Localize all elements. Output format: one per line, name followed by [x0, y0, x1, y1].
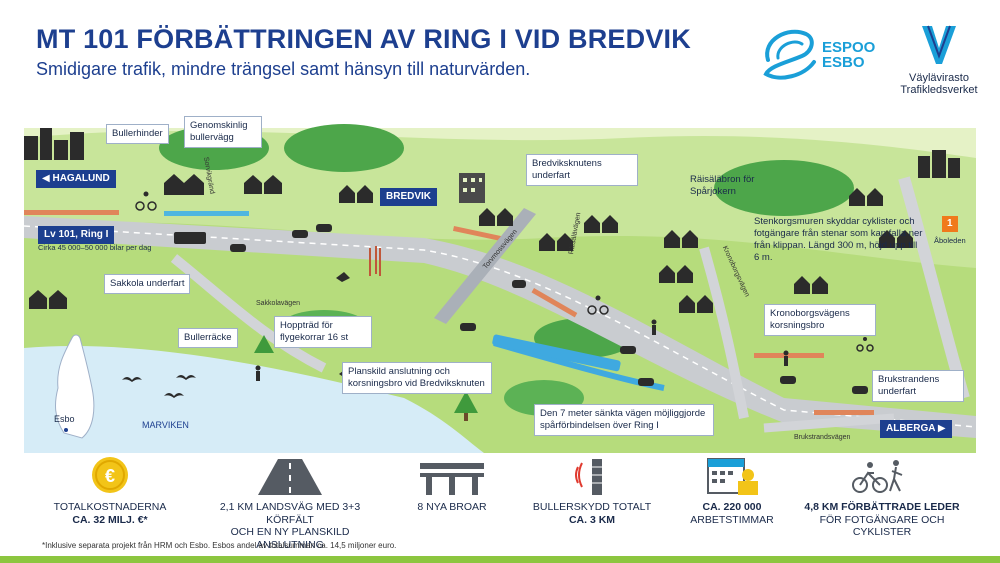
vayla-line: Väylävirasto: [909, 72, 969, 84]
vayla-v-icon: [922, 25, 956, 64]
esbo-line: ESBO: [822, 54, 865, 71]
stat-total-cost-text: TOTALKOSTNADERNA CA. 32 MILJ. €*: [30, 501, 190, 526]
svg-text:€: €: [105, 466, 115, 486]
page-subtitle: Smidigare trafik, mindre trängsel samt h…: [36, 59, 531, 79]
alberga-sign: ALBERGA ▶: [880, 420, 952, 438]
project-map: ◀ HAGALUND BREDVIK ALBERGA ▶ Lv 101, Rin…: [24, 98, 976, 453]
stats-row: € TOTALKOSTNADERNA CA. 32 MILJ. €* 2,1 K…: [0, 453, 1000, 563]
genomskinlig-bullervagg-label: Genomskinlig bullervägg: [184, 116, 262, 148]
stat-line: CA. 3 KM: [568, 513, 616, 526]
footnote: *Inklusive separata projekt från HRM och…: [42, 541, 397, 550]
stat-line: 8 NYA BROAR: [417, 501, 487, 513]
vayla-logo-text: Väylävirasto Trafikledsverket: [884, 72, 994, 96]
stat-total-cost: € TOTALKOSTNADERNA CA. 32 MILJ. €*: [30, 453, 190, 526]
stat-work-hours-text: CA. 220 000 ARBETSTIMMAR: [652, 501, 812, 526]
espoo-line: ESPOO: [822, 39, 876, 56]
kronoborgsvagens-korsningsbro-label: Kronoborgsvägens korsningsbro: [764, 304, 876, 336]
ring-road-sign: Lv 101, Ring I: [38, 226, 115, 244]
page-title: MT 101 FÖRBÄTTRINGEN AV RING I VID BREDV…: [36, 24, 691, 54]
stat-line: TOTALKOSTNADERNA: [53, 501, 167, 513]
aboleden-label: Åboleden: [934, 236, 966, 245]
bredvik-sign: BREDVIK: [380, 188, 438, 206]
raisalabron-label: Räisäläbron för Spårjokern: [690, 174, 755, 197]
stat-line: OCH EN NY PLANSKILD ANSLUTNING: [230, 526, 350, 551]
trafikledsverket-line: Trafikledsverket: [900, 84, 978, 96]
stat-bridges: 8 NYA BROAR: [372, 453, 532, 514]
bridge-icon: [372, 453, 532, 501]
traffic-volume-note: Cirka 45 000–50 000 bilar per dag: [38, 243, 152, 252]
header: MT 101 FÖRBÄTTRINGEN AV RING I VID BREDV…: [0, 0, 1000, 98]
marviken-place-label: MARVIKEN: [142, 420, 189, 430]
sakkolavagen-road-label: Sakkolavägen: [256, 300, 300, 307]
stat-line: CA. 32 MILJ. €*: [72, 513, 148, 526]
stat-noise-barrier: BULLERSKYDD TOTALT CA. 3 KM: [512, 453, 672, 526]
euro-coin-icon: €: [30, 453, 190, 501]
bredviksknutens-underfart-label: Bredviksknutens underfart: [526, 154, 638, 186]
bredvik-text: BREDVIK: [386, 191, 432, 202]
stenkorgsmuren-label: Stenkorgsmuren skyddar cyklister och fot…: [754, 216, 923, 263]
stat-line: FÖR FOTGÄNGARE OCH CYKLISTER: [819, 513, 945, 539]
calendar-worker-icon: [652, 453, 812, 501]
stat-line: BULLERSKYDD TOTALT: [532, 501, 652, 513]
route-number-text: 1: [947, 218, 953, 229]
stat-line: ARBETSTIMMAR: [690, 513, 774, 526]
stat-line: 2,1 KM LANDSVÄG MED 3+3 KÖRFÄLT: [219, 501, 361, 526]
stat-line: 4,8 KM FÖRBÄTTRADE LEDER: [804, 501, 960, 513]
stat-line: CA. 220 000: [702, 501, 762, 513]
hopptrad-label: Hoppträd för flygekorrar 16 st: [274, 316, 372, 348]
espoo-logo-text: ESPOO ESBO: [822, 40, 875, 70]
stat-noise-barrier-text: BULLERSKYDD TOTALT CA. 3 KM: [512, 501, 672, 526]
hagalund-text: HAGALUND: [52, 173, 110, 184]
stat-bridges-text: 8 NYA BROAR: [372, 501, 532, 514]
bike-pedestrian-icon: [792, 453, 972, 501]
stat-road-length-text: 2,1 KM LANDSVÄG MED 3+3 KÖRFÄLT OCH EN N…: [200, 501, 380, 551]
stat-work-hours: CA. 220 000 ARBETSTIMMAR: [652, 453, 812, 526]
espoo-logo: ESPOO ESBO: [758, 22, 888, 84]
stat-paths: 4,8 KM FÖRBÄTTRADE LEDER FÖR FOTGÄNGARE …: [792, 453, 972, 539]
esbo-place-label: Esbo: [54, 414, 75, 424]
map-illustration: [24, 98, 976, 453]
noise-barrier-icon: [512, 453, 672, 501]
alberga-text: ALBERGA: [886, 423, 936, 434]
route-number-sign: 1: [942, 216, 958, 232]
vayla-logo: Väylävirasto Trafikledsverket: [884, 22, 994, 96]
bullerracke-label: Bullerräcke: [178, 328, 238, 348]
sankta-vagen-label: Den 7 meter sänkta vägen möjliggjorde sp…: [534, 404, 714, 436]
bullerhinder-label: Bullerhinder: [106, 124, 169, 144]
espoo-swirl-icon: [763, 29, 816, 80]
brukstrandsvagen-road-label: Brukstrandsvägen: [794, 434, 851, 441]
hagalund-sign: ◀ HAGALUND: [36, 170, 116, 188]
stat-paths-text: 4,8 KM FÖRBÄTTRADE LEDER FÖR FOTGÄNGARE …: [792, 501, 972, 539]
bottom-accent-bar: [0, 556, 1000, 563]
planskild-anslutning-label: Planskild anslutning och korsningsbro vi…: [342, 362, 492, 394]
sakkola-underfart-label: Sakkola underfart: [104, 274, 191, 294]
brukstrandens-underfart-label: Brukstrandens underfart: [872, 370, 964, 402]
road-icon: [200, 453, 380, 501]
stat-road-length: 2,1 KM LANDSVÄG MED 3+3 KÖRFÄLT OCH EN N…: [200, 453, 380, 551]
ring-road-text: Lv 101, Ring I: [44, 229, 109, 240]
